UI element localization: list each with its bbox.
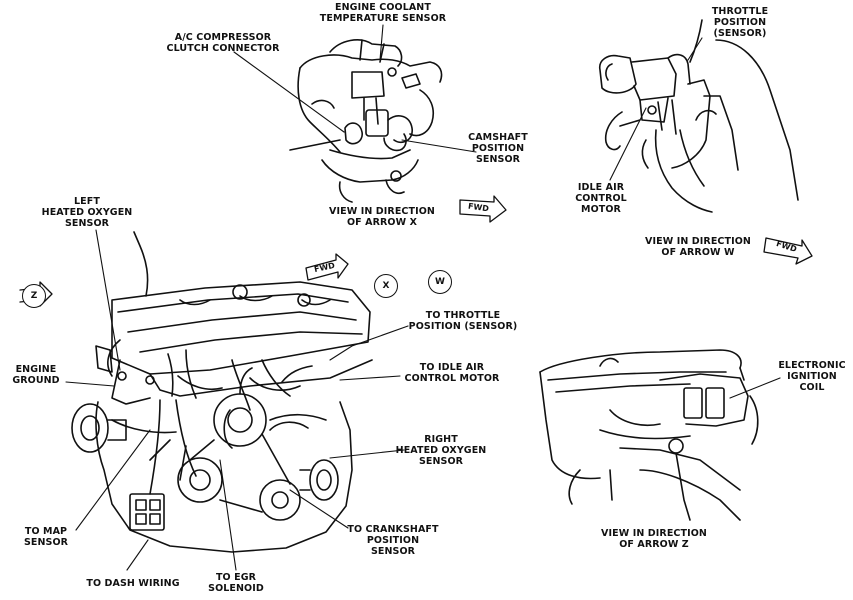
- label-view-arrow-w: VIEW IN DIRECTION OF ARROW W: [645, 236, 751, 258]
- label-to-dash-wiring: TO DASH WIRING: [86, 578, 180, 589]
- view-x-illustration: [289, 39, 443, 203]
- label-to-map-sensor: TO MAP SENSOR: [23, 526, 69, 548]
- label-view-arrow-z: VIEW IN DIRECTION OF ARROW Z: [601, 528, 707, 550]
- leader-lines: [65, 24, 781, 571]
- label-to-throttle-position-sensor: TO THROTTLE POSITION (SENSOR): [408, 310, 518, 332]
- arrow-x-marker: X: [374, 274, 398, 298]
- arrow-w-marker: W: [428, 270, 452, 294]
- view-z-illustration: [539, 349, 759, 521]
- label-engine-ground: ENGINE GROUND: [12, 364, 60, 386]
- label-engine-coolant-temperature-sensor: ENGINE COOLANT TEMPERATURE SENSOR: [319, 2, 447, 24]
- label-view-arrow-x: VIEW IN DIRECTION OF ARROW X: [329, 206, 435, 228]
- label-to-egr-solenoid: TO EGR SOLENOID: [208, 572, 264, 594]
- label-right-heated-oxygen-sensor: RIGHT HEATED OXYGEN SENSOR: [395, 434, 487, 467]
- view-w-illustration: [598, 19, 799, 213]
- arrow-z-marker: Z: [22, 284, 46, 308]
- engine-illustration: [71, 231, 373, 553]
- label-electronic-ignition-coil: ELECTRONIC IGNITION COIL: [778, 360, 846, 393]
- label-throttle-position-sensor: THROTTLE POSITION (SENSOR): [711, 6, 769, 39]
- label-ac-compressor-clutch-connector: A/C COMPRESSOR CLUTCH CONNECTOR: [166, 32, 280, 54]
- label-to-crankshaft-position-sensor: TO CRANKSHAFT POSITION SENSOR: [347, 524, 439, 557]
- label-left-heated-oxygen-sensor: LEFT HEATED OXYGEN SENSOR: [41, 196, 133, 229]
- label-camshaft-position-sensor: CAMSHAFT POSITION SENSOR: [468, 132, 528, 165]
- label-to-idle-air-control-motor: TO IDLE AIR CONTROL MOTOR: [404, 362, 500, 384]
- label-idle-air-control-motor: IDLE AIR CONTROL MOTOR: [575, 182, 627, 215]
